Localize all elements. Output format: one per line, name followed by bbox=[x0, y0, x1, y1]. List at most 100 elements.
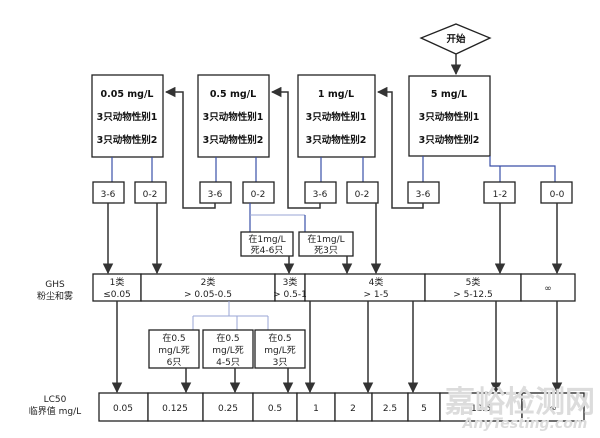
label-text: mg/L死 bbox=[264, 345, 296, 356]
label-text: 3只 bbox=[273, 358, 288, 368]
start-node: 开始 bbox=[419, 23, 492, 55]
label-text: 0.25 bbox=[218, 404, 238, 414]
cell-box bbox=[296, 392, 336, 422]
connector-line bbox=[489, 156, 556, 182]
label-text: 3只动物性别1 bbox=[203, 111, 264, 123]
cell-box bbox=[240, 231, 294, 257]
label-text: 5 mg/L bbox=[431, 89, 467, 100]
label-text: 0.05 bbox=[113, 404, 133, 414]
cell-box bbox=[140, 273, 276, 302]
cell-box bbox=[202, 329, 254, 369]
label-text: 在0.5 bbox=[268, 332, 291, 344]
outcome-1-0-2: 0-2 bbox=[346, 181, 379, 204]
label-text: 0-2 bbox=[251, 190, 266, 200]
cell-box bbox=[252, 392, 298, 422]
outcome-5-3-6: 3-6 bbox=[407, 181, 440, 204]
arrow bbox=[270, 86, 321, 209]
cell-box bbox=[371, 392, 409, 422]
note-1mg-3: 在1mg/L 死3只 bbox=[298, 231, 354, 257]
cell-box bbox=[520, 273, 576, 302]
note-0.5-3: 在0.5 mg/L死 3只 bbox=[254, 329, 306, 369]
label-text: mg/L死 bbox=[158, 345, 190, 356]
note-0.5-6: 在0.5 mg/L死 6只 bbox=[148, 329, 200, 369]
label-text: 3-6 bbox=[416, 190, 431, 200]
label-text: 3-6 bbox=[101, 190, 116, 200]
cell-box bbox=[408, 75, 491, 157]
cell-box bbox=[298, 231, 354, 257]
label-text: 开始 bbox=[446, 33, 466, 45]
label-text: 0.125 bbox=[162, 404, 188, 414]
label-text: 3只动物性别2 bbox=[306, 134, 367, 146]
lc50-label: LC50 bbox=[44, 395, 67, 405]
label-text: 0.5 mg/L bbox=[210, 89, 256, 100]
cell-box bbox=[254, 329, 306, 369]
note-0.5-4-5: 在0.5 mg/L死 4-5只 bbox=[202, 329, 254, 369]
cell-box bbox=[148, 329, 200, 369]
outcome-0.05-0-2: 0-2 bbox=[134, 181, 167, 204]
label-text: 3只动物性别1 bbox=[97, 111, 158, 123]
ghs-row: 1类 ≤0.05 2类 > 0.05-0.5 3类 > 0.5-1 4类 > 1… bbox=[92, 273, 576, 302]
label-text: 粉尘和雾 bbox=[37, 290, 73, 302]
lc50-row: 0.05 0.125 0.25 0.5 1 2 2.5 5 12.5 ∞ bbox=[98, 392, 585, 422]
label-text: 3只动物性别2 bbox=[203, 134, 264, 146]
label-text: 临界值 mg/L bbox=[29, 405, 81, 417]
test-box-0.5: 0.5 mg/L 3只动物性别1 3只动物性别2 bbox=[197, 74, 270, 158]
label-text: > 0.05-0.5 bbox=[184, 290, 232, 300]
test-box-5: 5 mg/L 3只动物性别1 3只动物性别2 bbox=[408, 75, 491, 157]
label-text: 5 bbox=[421, 404, 427, 414]
outcome-0.05-3-6: 3-6 bbox=[92, 181, 125, 204]
label-text: 0-0 bbox=[550, 190, 565, 200]
label-text: 1-2 bbox=[493, 190, 508, 200]
cell-box bbox=[297, 74, 376, 158]
label-text: 2.5 bbox=[383, 404, 397, 414]
arrow bbox=[376, 86, 424, 209]
cell-box bbox=[197, 74, 270, 158]
label-text: 0-2 bbox=[355, 190, 370, 200]
cell-box bbox=[134, 181, 167, 204]
label-text: 在0.5 bbox=[162, 332, 185, 344]
label-text: ∞ bbox=[549, 404, 557, 414]
label-text: 0.05 mg/L bbox=[101, 89, 154, 100]
label-text: 2 bbox=[350, 404, 356, 414]
watermark: 嘉峪检测网 bbox=[445, 385, 595, 420]
label-text: 1 bbox=[313, 404, 319, 414]
cell-box bbox=[346, 181, 379, 204]
cell-box bbox=[147, 392, 204, 422]
label-text: AnyTesting.com bbox=[462, 416, 588, 432]
cell-box bbox=[407, 392, 441, 422]
cell-box bbox=[92, 273, 142, 302]
label-text: 3只动物性别1 bbox=[419, 111, 480, 123]
label-text: 在1mg/L bbox=[307, 233, 344, 245]
label-text: 1类 bbox=[110, 276, 125, 288]
label-text: 死4-6只 bbox=[251, 245, 284, 256]
label-text: 12.5 bbox=[471, 404, 491, 414]
outcome-0.5-0-2: 0-2 bbox=[242, 181, 275, 204]
cell-box bbox=[91, 74, 164, 158]
ghs-label: GHS bbox=[45, 280, 65, 290]
label-text: 0-2 bbox=[143, 190, 158, 200]
cell-box bbox=[274, 273, 306, 302]
label-text: 5类 bbox=[466, 276, 481, 288]
note-1mg-4-6: 在1mg/L 死4-6只 bbox=[240, 231, 294, 257]
cell-box bbox=[334, 392, 373, 422]
label-text: ∞ bbox=[544, 284, 552, 294]
test-box-0.05: 0.05 mg/L 3只动物性别1 3只动物性别2 bbox=[91, 74, 164, 158]
test-box-1: 1 mg/L 3只动物性别1 3只动物性别2 bbox=[297, 74, 376, 158]
label-text: 1 mg/L bbox=[318, 89, 354, 100]
outcome-5-1-2: 1-2 bbox=[483, 181, 516, 204]
outcome-5-0-0: 0-0 bbox=[540, 181, 573, 204]
arrow bbox=[164, 86, 216, 209]
label-text: 4类 bbox=[369, 276, 384, 288]
label-text: 4-5只 bbox=[216, 358, 240, 368]
label-text: mg/L死 bbox=[212, 345, 244, 356]
label-text: > 5-12.5 bbox=[453, 290, 492, 300]
label-text: > 0.5-1 bbox=[273, 290, 307, 300]
label-text: 0.5 bbox=[268, 404, 282, 414]
label-text: 6只 bbox=[167, 358, 182, 368]
label-text: 3-6 bbox=[313, 190, 328, 200]
label-text: ≤0.05 bbox=[103, 290, 131, 300]
cell-box bbox=[304, 273, 426, 302]
cell-box bbox=[521, 392, 585, 422]
label-text: 3-6 bbox=[208, 190, 223, 200]
